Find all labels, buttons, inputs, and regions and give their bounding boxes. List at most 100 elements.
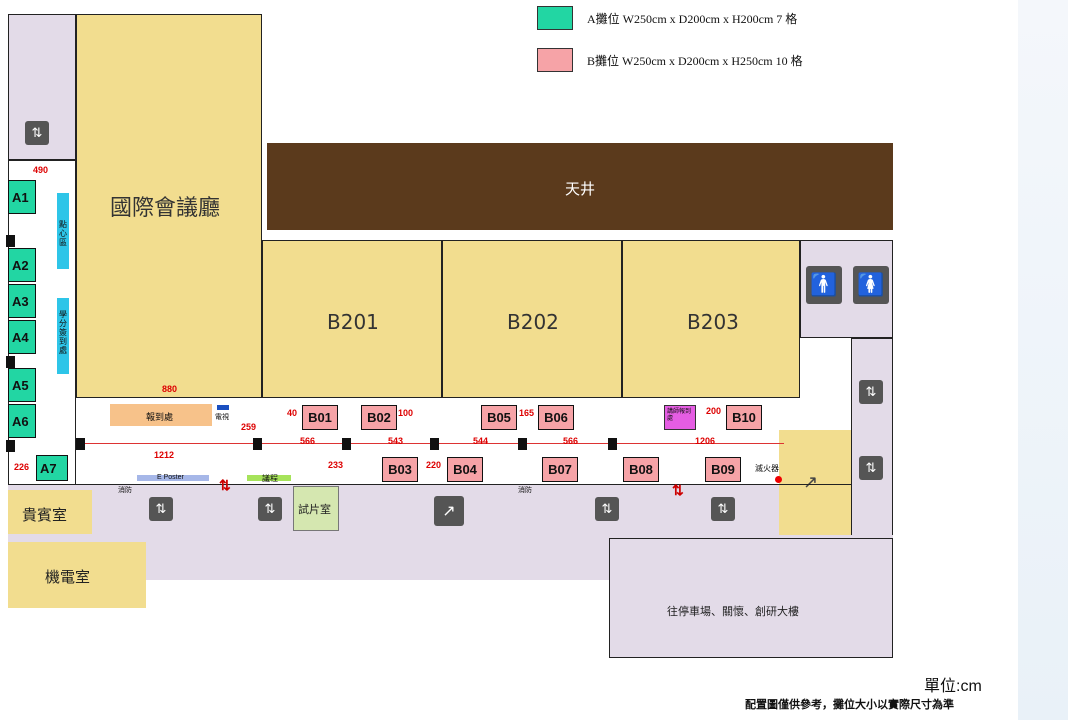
checkin-desk xyxy=(110,404,212,426)
international-hall xyxy=(76,14,262,398)
measure-233: 233 xyxy=(328,460,344,470)
room-b202-label: B202 xyxy=(507,310,559,334)
preview-room xyxy=(293,486,339,531)
tv-marker xyxy=(217,405,229,410)
pillar xyxy=(253,438,262,450)
booth-b09[interactable]: B09 xyxy=(705,457,741,482)
floor-plan: 國際會議廳 天井 B201 B202 B203 🚹 🚺 ↗ 貴賓室 機電室 試片… xyxy=(6,14,893,658)
legend-swatch-b xyxy=(537,48,573,72)
booth-b10[interactable]: B10 xyxy=(726,405,762,430)
escalator-arrows: ⇅ xyxy=(672,482,684,498)
booth-b03[interactable]: B03 xyxy=(382,457,418,482)
pillar xyxy=(608,438,617,450)
side-panel xyxy=(1018,0,1068,720)
booth-b06[interactable]: B06 xyxy=(538,405,574,430)
room-b202 xyxy=(442,240,622,398)
elevator-icon: ⇅ xyxy=(859,380,883,404)
legend: A攤位 W250cm x D200cm x H200cm 7 格 B攤位 W25… xyxy=(537,6,937,76)
booth-a6[interactable]: A6 xyxy=(8,404,36,438)
electrical-room-label: 機電室 xyxy=(45,568,91,586)
measure-220: 220 xyxy=(426,460,442,470)
booth-a4[interactable]: A4 xyxy=(8,320,36,354)
unit-label: 單位:cm xyxy=(924,678,982,695)
room-b201 xyxy=(262,240,442,398)
legend-label-b: B攤位 W250cm x D200cm x H250cm 10 格 xyxy=(587,54,803,68)
legend-label-a: A攤位 W250cm x D200cm x H200cm 7 格 xyxy=(587,12,798,26)
measure-544: 544 xyxy=(473,436,489,446)
booth-a1[interactable]: A1 xyxy=(8,180,36,214)
escalator-arrows: ⇅ xyxy=(219,477,231,493)
elevator-icon: ⇅ xyxy=(25,121,49,145)
snack-label: 點心區 xyxy=(59,220,67,247)
measure-1206: 1206 xyxy=(695,436,716,446)
booth-a3[interactable]: A3 xyxy=(8,284,36,318)
measure-490: 490 xyxy=(33,165,49,175)
elevator-icon: ⇅ xyxy=(595,497,619,521)
booth-a2[interactable]: A2 xyxy=(8,248,36,282)
pillar xyxy=(6,356,15,368)
measure-566a: 566 xyxy=(300,436,316,446)
pillar xyxy=(6,440,15,452)
measure-1212: 1212 xyxy=(154,450,175,460)
female-restroom-icon: 🚺 xyxy=(853,266,889,304)
pillar xyxy=(430,438,439,450)
booth-b02[interactable]: B02 xyxy=(361,405,397,430)
main-corridor xyxy=(76,398,851,485)
credit-label: 學分簽到處 xyxy=(59,310,67,355)
snack-area xyxy=(57,193,69,269)
right-column xyxy=(851,338,893,538)
measure-100: 100 xyxy=(398,408,414,418)
skylight xyxy=(267,143,893,230)
pillar xyxy=(76,438,85,450)
measure-259: 259 xyxy=(241,422,257,432)
preview-room-label: 試片室 xyxy=(298,504,331,516)
parking-passage xyxy=(609,538,893,658)
booth-b05[interactable]: B05 xyxy=(481,405,517,430)
measure-40: 40 xyxy=(287,408,298,418)
room-b201-label: B201 xyxy=(327,310,379,334)
eposter-label: E Poster xyxy=(157,474,184,481)
lecturer-checkin-desk xyxy=(664,405,696,430)
male-restroom-icon: 🚹 xyxy=(806,266,842,304)
pillar xyxy=(518,438,527,450)
measure-543: 543 xyxy=(388,436,404,446)
elevator-icon: ⇅ xyxy=(859,456,883,480)
room-b203-label: B203 xyxy=(687,310,739,334)
elevator-icon: ⇅ xyxy=(258,497,282,521)
checkin-label: 報到處 xyxy=(146,412,174,422)
elevator-icon: ⇅ xyxy=(149,497,173,521)
legend-swatch-a xyxy=(537,6,573,30)
measure-165: 165 xyxy=(519,408,535,418)
elevator-icon: ⇅ xyxy=(711,497,735,521)
extinguisher-label: 滅火器 xyxy=(755,464,779,473)
fire-label-1: 消防 xyxy=(118,487,132,494)
booth-b04[interactable]: B04 xyxy=(447,457,483,482)
fire-label-2: 消防 xyxy=(518,487,532,494)
booth-b01[interactable]: B01 xyxy=(302,405,338,430)
credit-area xyxy=(57,298,69,374)
footer-note: 配置圖僅供參考，攤位大小以實際尺寸為準 xyxy=(745,699,954,711)
booth-b07[interactable]: B07 xyxy=(542,457,578,482)
stairs-icon-small: ↗ xyxy=(803,472,819,492)
agenda-board xyxy=(247,475,291,481)
stairs-icon: ↗ xyxy=(434,496,464,526)
tv-label: 電視 xyxy=(215,414,229,421)
skylight-label: 天井 xyxy=(565,180,596,198)
lecturer-checkin-label: 講師報到處 xyxy=(667,409,692,422)
room-b203 xyxy=(622,240,800,398)
booth-b08[interactable]: B08 xyxy=(623,457,659,482)
measure-566b: 566 xyxy=(563,436,579,446)
extinguisher-dot xyxy=(775,476,782,483)
pillar xyxy=(6,235,15,247)
stairwell xyxy=(779,430,851,535)
measure-200: 200 xyxy=(706,406,722,416)
vip-room xyxy=(8,490,92,534)
eposter-board xyxy=(137,475,209,481)
booth-a5[interactable]: A5 xyxy=(8,368,36,402)
booth-a7[interactable]: A7 xyxy=(36,455,68,481)
vip-room-label: 貴賓室 xyxy=(22,506,68,524)
measure-226: 226 xyxy=(14,462,30,472)
agenda-label: 議程 xyxy=(262,474,278,483)
measure-880: 880 xyxy=(162,384,178,394)
pillar xyxy=(342,438,351,450)
